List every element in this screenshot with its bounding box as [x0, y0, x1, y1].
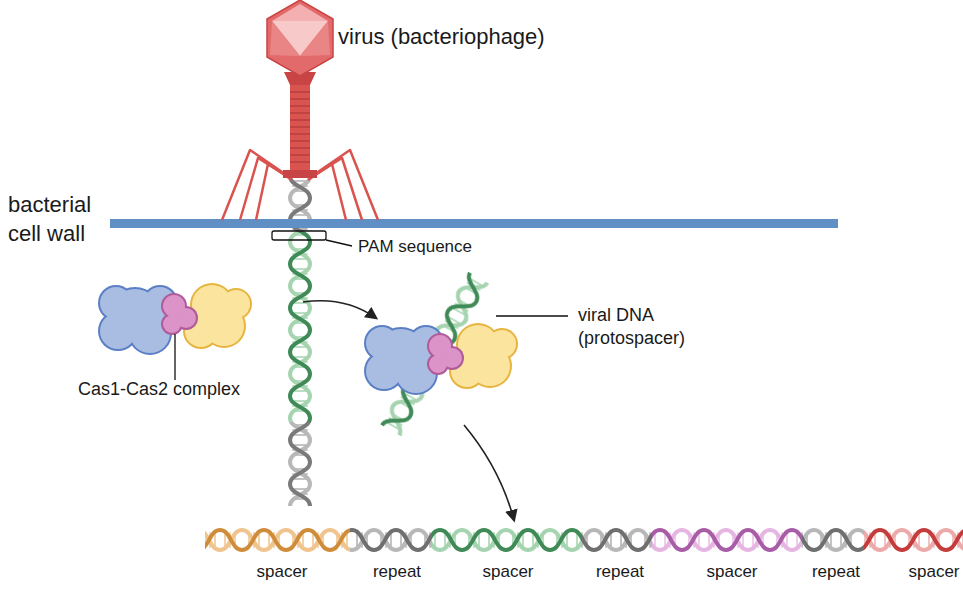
dna-segment: [802, 528, 864, 552]
head-facet: [272, 4, 328, 21]
structure-label: bacterial cell wall: [8, 191, 118, 248]
callout-label: PAM sequence: [358, 236, 518, 257]
segment-label: spacer: [906, 561, 962, 582]
pam-marker: [272, 231, 326, 240]
title-label: virus (bacteriophage): [338, 23, 618, 51]
dna-segment: [205, 528, 350, 552]
segment-label: spacer: [242, 561, 322, 582]
leader-line: [326, 240, 352, 246]
phage-tail: [290, 84, 310, 174]
process-arrow: [464, 425, 514, 520]
callout-label: viral DNA (protospacer): [578, 304, 708, 349]
dna-segment: [582, 528, 652, 552]
segment-label: repeat: [580, 561, 660, 582]
segment-label: repeat: [796, 561, 876, 582]
dna-segment: [350, 528, 432, 552]
segment-label: spacer: [692, 561, 772, 582]
leader-line: [174, 334, 175, 380]
segment-label: repeat: [357, 561, 437, 582]
baseplate: [283, 170, 317, 178]
dna-segment: [432, 528, 582, 552]
process-arrow: [303, 301, 376, 318]
segment-label: spacer: [468, 561, 548, 582]
head-facet: [300, 21, 330, 56]
callout-label: Cas1-Cas2 complex: [78, 378, 298, 401]
tail-ridges: [290, 92, 310, 162]
cas-complex: [364, 323, 518, 395]
head-facet: [270, 21, 300, 56]
dna-segment: [864, 528, 963, 552]
crispr-array: [205, 528, 963, 552]
dna-segment: [288, 422, 312, 506]
dna-segment: [288, 232, 312, 422]
dna-segment: [652, 528, 802, 552]
phage-head: [267, 0, 333, 76]
cell-wall: [110, 219, 838, 228]
leader-line: [496, 315, 568, 316]
